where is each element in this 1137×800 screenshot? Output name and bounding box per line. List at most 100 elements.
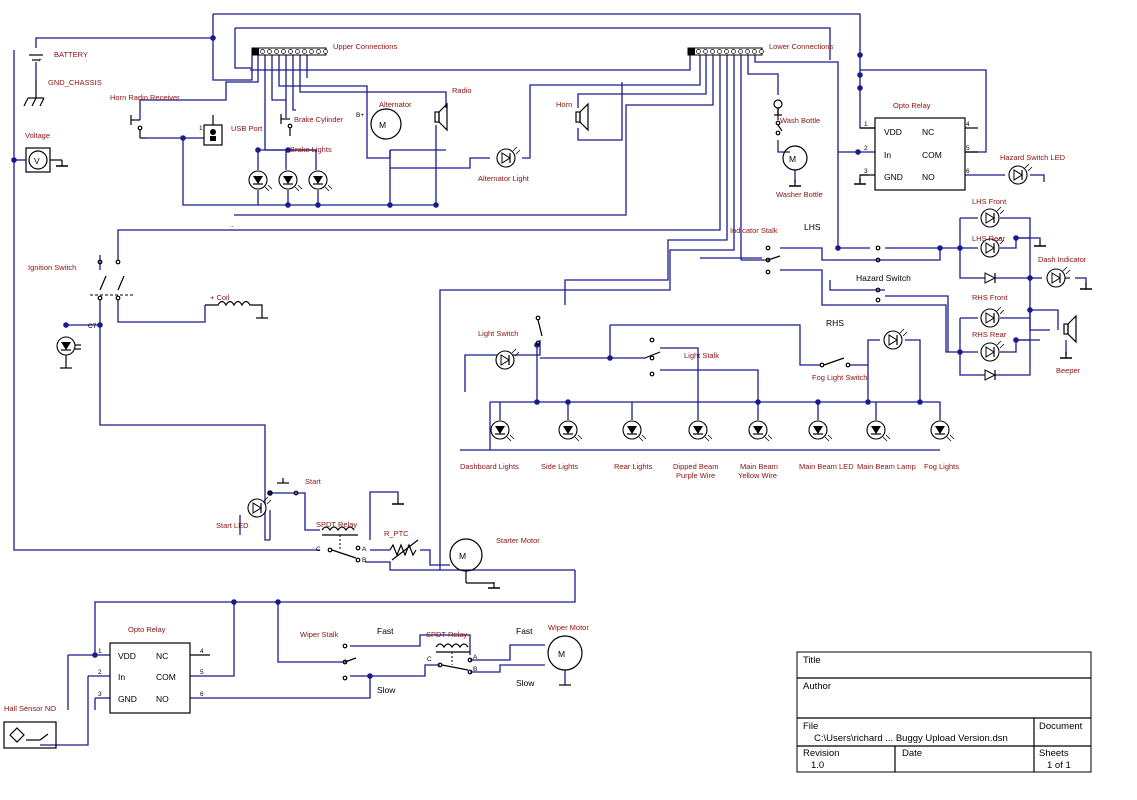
spdt-relay-wiper: C A B [427,643,478,675]
connector-pin [703,49,708,54]
dashboard-lights-led [490,420,515,442]
brake-lights-label: Brake Lights [290,145,332,154]
hall-sensor-label: Hall Sensor NO [4,704,56,713]
beeper-speaker-icon [1059,314,1077,359]
starter-motor: M [449,538,501,589]
rhs-front-label: RHS Front [972,293,1008,302]
lhs-diode [984,272,997,284]
opto-top-pin1: 1 [864,121,868,128]
wiper-stalk-label: Wiper Stalk [300,630,339,639]
washer-m-label: M [789,154,796,164]
connector-pin [717,49,722,54]
main-beam-indicator-led [808,420,833,442]
light-stalk-switch [644,337,661,377]
opto-top-pin4: 4 [966,121,970,128]
tb-revision-value: 1.0 [811,760,824,771]
horn-radio-receiver-switch [130,115,146,139]
wiper-relay-pin-b: B [473,666,477,673]
horn-speaker-icon [575,102,589,132]
brake-light-led-1 [248,170,273,192]
lhs-rear-label: LHS Rear [972,234,1005,243]
wiper-stalk-switch [342,643,357,681]
connector-pin [710,49,715,54]
connector-pin [295,49,300,54]
rhs-front-led [980,306,1005,328]
wiper-motor-label: Wiper Motor [548,623,589,632]
main-beam-led-label: Main Beam LED [799,462,854,471]
horn-label: Horn [556,100,572,109]
main-beam-lamp-label: Main Beam Lamp [857,462,916,471]
brake-light-led-3 [308,170,333,192]
starter-motor-label: Starter Motor [496,536,540,545]
motor-slow-label: Slow [516,678,535,688]
connector-pin [316,49,321,54]
brake-cylinder-label: Brake Cylinder [294,115,344,124]
tb-sheets-value: 1 of 1 [1047,760,1071,771]
tb-author-label: Author [803,681,831,692]
motor-fast-label: Fast [516,626,533,636]
r-ptc-label: R_PTC [384,529,409,538]
c7-label: C7 [88,323,97,330]
side-lights-label: Side Lights [541,462,578,471]
tb-document-label: Document [1039,721,1083,732]
wiper-motor: M [547,635,583,686]
hazard-switch-label: Hazard Switch [856,273,911,283]
tb-revision-label: Revision [803,748,839,759]
main-beam-led [748,420,773,442]
dashboard-lights-label: Dashboard Lights [460,462,519,471]
connector-pin [724,49,729,54]
start-led-label: Start LED [216,521,249,530]
dash-indicator-led [1046,266,1071,288]
connector-pin [302,49,307,54]
indicator-stalk-label: Indicator Stalk [730,226,778,235]
opto-bot-pin5: 5 [200,669,204,676]
upper-connections-label: Upper Connections [333,42,397,51]
opto-top-pin6: 6 [966,168,970,175]
alternator-m-label: M [379,120,386,130]
fog-light-switch-label: Fog Light Switch [812,373,867,382]
light-switch-led [495,348,520,370]
light-stalk-label: Light Stalk [684,351,719,360]
opto-bot-pin2: 2 [98,669,102,676]
opto-top-in-label: In [884,150,891,160]
opto-relay-top: VDD NC In COM GND NO 1 2 3 4 5 6 [853,117,978,191]
ignition-led [56,336,81,369]
usb-pin-label: 1 [199,125,203,132]
connector-pin [696,49,701,54]
rear-lights-label: Rear Lights [614,462,653,471]
ptc-resistor [389,539,419,561]
wires [13,13,1087,746]
start-label: Start [305,477,322,486]
hazard-switch [875,245,881,303]
tb-title-label: Title [803,655,821,666]
connector-pin [731,49,736,54]
voltmeter-v-label: V [34,156,40,166]
spdt-relay-starter: C A B [316,497,405,564]
opto-bot-vdd-label: VDD [118,651,136,661]
ignition-coil [205,300,268,319]
spdt-relay-wiper-label: SPDT Relay [426,630,467,639]
purple-wire-label: Purple Wire [676,471,715,480]
indicator-stalk-switch [765,245,781,275]
lhs-front-label: LHS Front [972,197,1007,206]
opto-bot-in-label: In [118,672,125,682]
opto-top-pin2: 2 [864,145,868,152]
title-block: Title Author File C:\Users\richard ... B… [796,651,1092,773]
rhs-rear-label: RHS Rear [972,330,1007,339]
wiper-relay-pin-c: C [427,656,432,663]
dipped-beam-label: Dipped Beam [673,462,718,471]
connector-pin [281,49,286,54]
usb-port: 1 [199,115,223,146]
chassis-ground-icon [23,80,45,107]
connector-pin [267,49,272,54]
wiper-fast-label: Fast [377,626,394,636]
starter-m-label: M [459,551,466,561]
hall-sensor [3,721,57,749]
start-led [247,496,272,518]
relay-pin-a-label: A [362,546,367,553]
battery-symbol: + [23,54,45,107]
hazard-switch-led [1008,163,1033,185]
connector-pin [752,49,757,54]
alternator-light-led [496,146,521,168]
brake-light-led-2 [278,170,303,192]
